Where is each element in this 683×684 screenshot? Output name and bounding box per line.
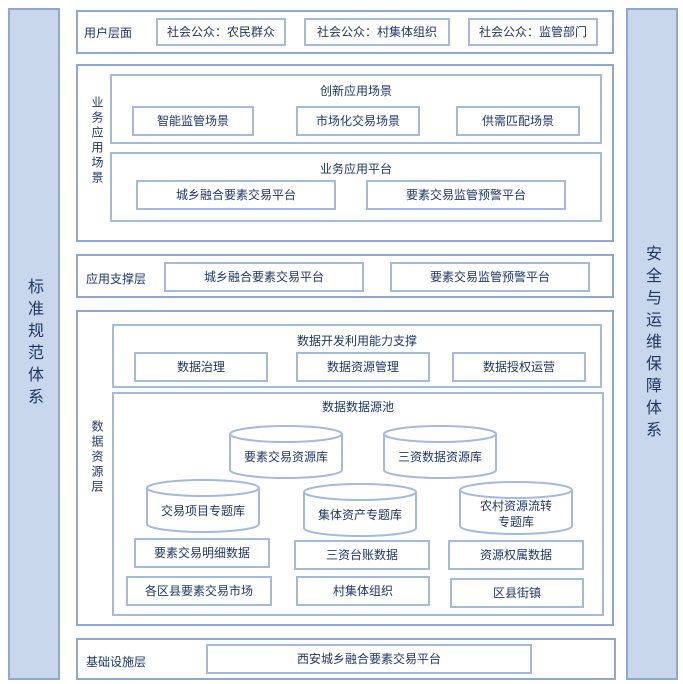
data-three-assets-ledger: 三资台账数据 xyxy=(294,540,430,570)
security-ops-pillar-label: 安全与运维保障体系 xyxy=(643,245,662,443)
standards-pillar-label: 标准规范体系 xyxy=(25,278,44,410)
database-cylinder-icon xyxy=(303,483,417,537)
data-factor-trading-detail: 要素交易明细数据 xyxy=(134,538,270,568)
user-village-collective: 社会公众：村集体组织 xyxy=(304,18,450,46)
data-layer-label: 数据资源层 xyxy=(90,420,104,495)
db-rural-resource-transfer-label: 农村资源流转专题库 xyxy=(479,499,552,529)
db-trading-projects: 交易项目专题库 xyxy=(145,478,261,534)
support-layer-label: 应用支撑层 xyxy=(86,271,147,286)
user-layer-label: 用户层面 xyxy=(84,25,133,40)
database-cylinder-icon xyxy=(229,425,343,479)
db-factor-trading-label: 要素交易资源库 xyxy=(243,450,328,464)
db-three-assets: 三资数据资源库 xyxy=(382,424,498,480)
support-urban-rural-trading: 城乡融合要素交易平台 xyxy=(164,262,364,292)
data-pool-title: 数据数据源池 xyxy=(321,400,394,414)
database-cylinder-icon xyxy=(459,481,573,535)
platform-urban-rural-trading: 城乡融合要素交易平台 xyxy=(136,180,336,210)
user-regulators: 社会公众：监管部门 xyxy=(468,18,598,46)
data-authorized-operation: 数据授权运营 xyxy=(452,352,586,382)
capability-title: 数据开发利用能力支撑 xyxy=(296,334,417,348)
db-three-assets-label: 三资数据资源库 xyxy=(397,450,482,464)
db-collective-assets-label: 集体资产专题库 xyxy=(317,508,402,522)
database-cylinder-icon xyxy=(146,479,260,533)
db-collective-assets: 集体资产专题库 xyxy=(302,482,418,538)
db-factor-trading: 要素交易资源库 xyxy=(228,424,344,480)
market-trading-scene: 市场化交易场景 xyxy=(296,106,420,136)
db-rural-resource-transfer: 农村资源流转专题库 xyxy=(458,480,574,536)
source-county-markets: 各区县要素交易市场 xyxy=(126,576,272,606)
standards-pillar: 标准规范体系 xyxy=(8,8,60,680)
source-village-collectives: 村集体组织 xyxy=(296,576,430,606)
db-trading-projects-label: 交易项目专题库 xyxy=(160,504,245,518)
data-resource-ownership: 资源权属数据 xyxy=(448,540,584,570)
infra-xian-trading-platform: 西安城乡融合要素交易平台 xyxy=(206,644,532,674)
security-ops-pillar: 安全与运维保障体系 xyxy=(626,8,678,680)
data-resource-management: 数据资源管理 xyxy=(296,352,430,382)
innovation-title: 创新应用场景 xyxy=(319,84,392,98)
business-platform-title: 业务应用平台 xyxy=(319,162,392,176)
database-cylinder-icon xyxy=(383,425,497,479)
platform-supervision-warning: 要素交易监管预警平台 xyxy=(366,180,566,210)
business-layer-label: 业务应用场景 xyxy=(90,96,104,186)
supply-demand-scene: 供需匹配场景 xyxy=(456,106,580,136)
smart-supervision-scene: 智能监管场景 xyxy=(132,106,254,136)
support-supervision-warning: 要素交易监管预警平台 xyxy=(390,262,590,292)
infra-layer-label: 基础设施层 xyxy=(86,654,147,669)
data-governance: 数据治理 xyxy=(134,352,268,382)
source-county-towns: 区县街镇 xyxy=(450,578,584,608)
user-farmers: 社会公众：农民群众 xyxy=(156,18,286,46)
